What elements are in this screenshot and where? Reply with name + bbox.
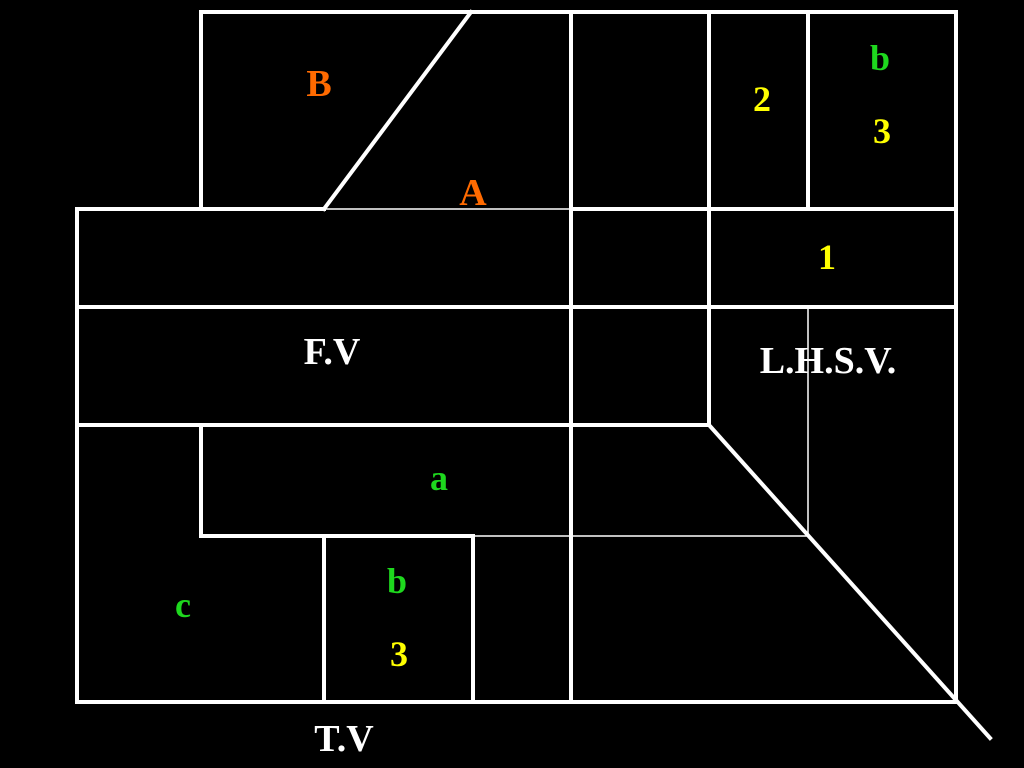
side-view-outline bbox=[707, 10, 958, 309]
surface-a-label: A bbox=[459, 172, 487, 214]
top-letter-b-label: b bbox=[386, 561, 408, 601]
miter-line bbox=[706, 422, 993, 741]
side-view-group bbox=[707, 10, 958, 309]
front-view-inclined-edge bbox=[321, 9, 474, 212]
surface-b-label: B bbox=[306, 63, 332, 105]
front-view-group bbox=[75, 9, 573, 309]
front-view-label: F.V bbox=[303, 331, 361, 373]
top-view-label: T.V bbox=[314, 718, 374, 760]
side-number-2-label: 2 bbox=[753, 79, 771, 119]
projector-connection-group bbox=[569, 10, 711, 427]
top-letter-a-label: a bbox=[430, 458, 448, 498]
top-view-group bbox=[75, 423, 573, 704]
side-letter-b-label: b bbox=[869, 38, 891, 78]
side-view-label: L.H.S.V. bbox=[759, 340, 897, 382]
side-number-3-label: 3 bbox=[873, 111, 891, 151]
top-view-inner-step bbox=[199, 423, 475, 538]
top-letter-c-label: c bbox=[175, 585, 191, 625]
top-number-3-label: 3 bbox=[390, 634, 408, 674]
front-view-upper-block bbox=[199, 10, 473, 211]
projection-frame-group bbox=[472, 305, 993, 741]
vertical-projector-group bbox=[75, 305, 573, 427]
side-number-1-label: 1 bbox=[818, 237, 836, 277]
